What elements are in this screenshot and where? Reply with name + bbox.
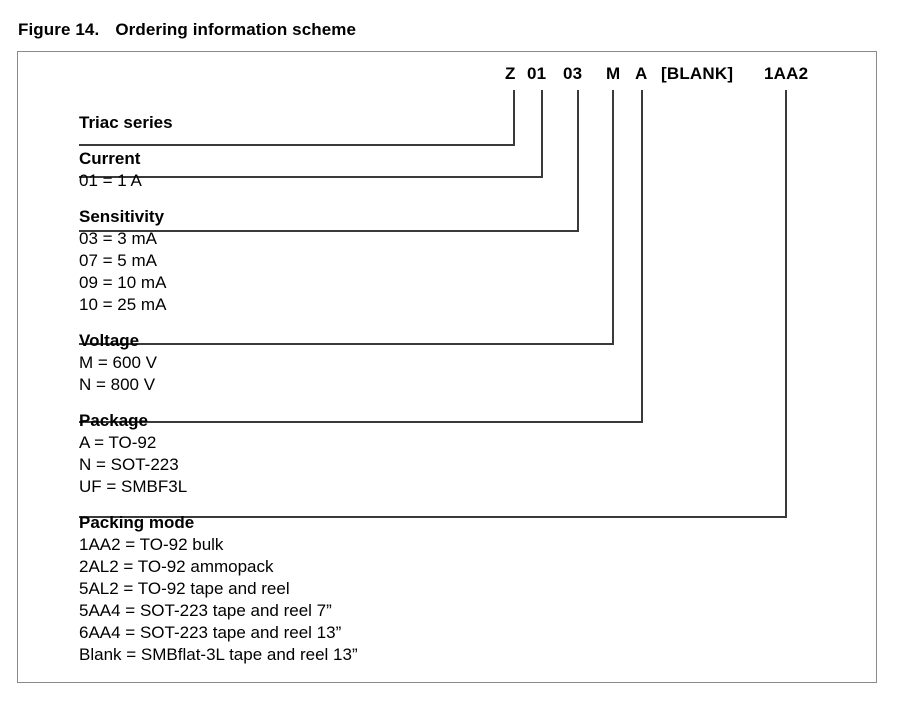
option-item: 2AL2 = TO-92 ammopack: [79, 557, 274, 576]
group-package: Package A = TO-92 N = SOT-223 UF = SMBF3…: [79, 410, 779, 498]
code-current: 01: [527, 64, 547, 83]
group-title-packing-mode: Packing mode: [79, 513, 195, 532]
figure-caption: Figure 14. Ordering information scheme: [18, 20, 356, 40]
group-title-voltage: Voltage: [79, 331, 140, 350]
group-title-current: Current: [79, 149, 141, 168]
group-current: Current 01 = 1 A: [79, 148, 779, 192]
code-sensitivity: 03: [563, 64, 583, 83]
option-item: N = 800 V: [79, 375, 156, 394]
code-voltage: M: [606, 64, 621, 83]
scheme-label-groups: Triac series Current 01 = 1 A Sensitivit…: [79, 112, 779, 666]
figure-title: Ordering information scheme: [115, 20, 357, 39]
group-title-package: Package: [79, 411, 148, 430]
option-item: M = 600 V: [79, 353, 157, 372]
group-spacer: [79, 498, 779, 512]
group-title-triac-series: Triac series: [79, 113, 173, 132]
option-item: 10 = 25 mA: [79, 295, 167, 314]
group-triac-series: Triac series: [79, 112, 779, 134]
option-item: 09 = 10 mA: [79, 273, 167, 292]
group-spacer: [79, 192, 779, 206]
option-item: 07 = 5 mA: [79, 251, 157, 270]
option-item: 1AA2 = TO-92 bulk: [79, 535, 224, 554]
option-item: Blank = SMBflat-3L tape and reel 13”: [79, 645, 358, 664]
option-item: 6AA4 = SOT-223 tape and reel 13”: [79, 623, 342, 642]
option-item: N = SOT-223: [79, 455, 179, 474]
group-packing-mode: Packing mode 1AA2 = TO-92 bulk 2AL2 = TO…: [79, 512, 779, 666]
ordering-scheme-diagram: Z 01 03 M A [BLANK] 1AA2 Triac series: [17, 51, 877, 683]
group-spacer: [79, 316, 779, 330]
group-sensitivity: Sensitivity 03 = 3 mA 07 = 5 mA 09 = 10 …: [79, 206, 779, 316]
group-spacer: [79, 396, 779, 410]
option-item: UF = SMBF3L: [79, 477, 188, 496]
part-number-code-row: Z 01 03 M A [BLANK] 1AA2: [18, 64, 876, 90]
option-item: A = TO-92: [79, 433, 157, 452]
option-item: 03 = 3 mA: [79, 229, 157, 248]
code-packing-mode: 1AA2: [764, 64, 809, 83]
group-voltage: Voltage M = 600 V N = 800 V: [79, 330, 779, 396]
group-spacer: [79, 134, 779, 148]
code-package: A: [635, 64, 648, 83]
figure-number: Figure 14.: [18, 20, 100, 39]
option-item: 01 = 1 A: [79, 171, 142, 190]
group-title-sensitivity: Sensitivity: [79, 207, 165, 226]
option-item: 5AA4 = SOT-223 tape and reel 7”: [79, 601, 332, 620]
option-item: 5AL2 = TO-92 tape and reel: [79, 579, 290, 598]
code-blank: [BLANK]: [661, 64, 734, 83]
code-triac-series: Z: [505, 64, 516, 83]
wire-packing-mode-vertical: [785, 90, 787, 518]
